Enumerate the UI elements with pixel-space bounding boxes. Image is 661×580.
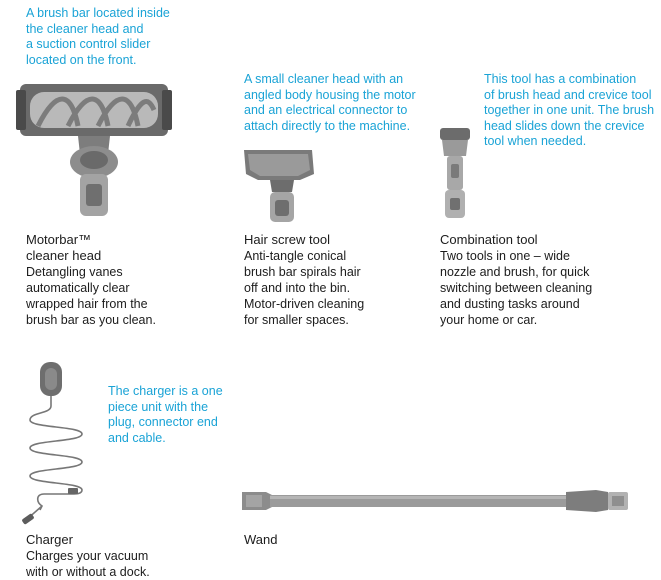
hair-screw-description: Anti-tangle conical brush bar spirals ha… xyxy=(244,249,365,327)
motorbar-title: Motorbar™ cleaner head xyxy=(26,232,102,263)
hair-screw-tool-icon xyxy=(244,150,314,222)
hair-screw-note: A small cleaner head with an angled body… xyxy=(244,72,416,133)
motorbar-note: A brush bar located inside the cleaner h… xyxy=(26,6,170,67)
charger-icon xyxy=(22,362,83,525)
wand-icon xyxy=(242,490,628,512)
charger-note: The charger is a one piece unit with the… xyxy=(108,384,223,445)
hair-screw-title: Hair screw tool xyxy=(244,232,330,247)
charger-title: Charger xyxy=(26,532,73,547)
wand-title: Wand xyxy=(244,532,278,547)
combination-tool-icon xyxy=(440,128,470,218)
motorbar-cleaner-head-icon xyxy=(16,84,172,216)
charger-description: Charges your vacuum with or without a do… xyxy=(26,549,150,579)
motorbar-description: Detangling vanes automatically clear wra… xyxy=(26,265,156,327)
combination-title: Combination tool xyxy=(440,232,538,247)
combination-note: This tool has a combination of brush hea… xyxy=(484,72,655,148)
combination-description: Two tools in one – wide nozzle and brush… xyxy=(440,249,593,327)
